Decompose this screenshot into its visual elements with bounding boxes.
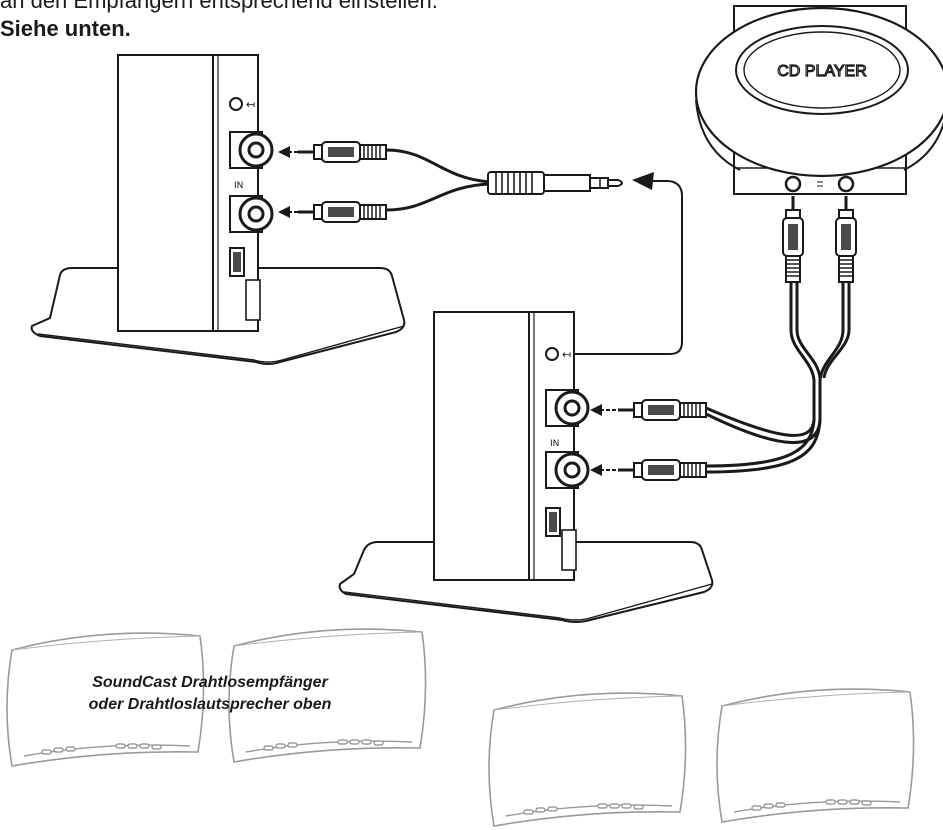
cd-rca-plug-left — [781, 194, 805, 284]
receiver-speaker-4 — [716, 688, 915, 823]
intro-see-below: Siehe unten. — [0, 16, 131, 41]
cd-rca-plug-right — [834, 194, 858, 284]
center-in-label: IN — [550, 439, 559, 449]
cd-player: CD PLAYER — [694, 5, 943, 195]
return-arrow-head — [632, 172, 654, 190]
svg-text:↤: ↤ — [246, 98, 255, 111]
center-rca-plug-top — [616, 398, 708, 422]
receiver-speaker-3 — [488, 692, 687, 827]
y-cable-3-5mm — [385, 148, 491, 212]
center-arrow-bottom — [589, 463, 621, 477]
center-arrow-top — [589, 403, 621, 417]
svg-text:↤: ↤ — [562, 348, 571, 361]
return-arrow-line — [575, 180, 683, 355]
center-transmitter: ↤ IN — [338, 311, 714, 623]
left-in-label: IN — [234, 181, 243, 191]
cd-player-label: CD PLAYER — [777, 63, 867, 80]
center-rca-plug-bottom — [616, 458, 708, 482]
intro-text: an den Empfängern entsprechend einstelle… — [0, 0, 438, 13]
left-rca-plug-top — [296, 140, 388, 164]
receiver-caption: SoundCast Drahtlosempfänger oder Drahtlo… — [60, 672, 360, 716]
caption-line-2: oder Drahtloslautsprecher oben — [88, 696, 332, 713]
stereo-mini-plug — [487, 171, 623, 195]
left-rca-plug-bottom — [296, 200, 388, 224]
left-transmitter: ↤ IN — [30, 54, 406, 365]
cd-y-cable — [705, 282, 851, 474]
caption-line-1: SoundCast Drahtlosempfänger — [92, 674, 328, 691]
